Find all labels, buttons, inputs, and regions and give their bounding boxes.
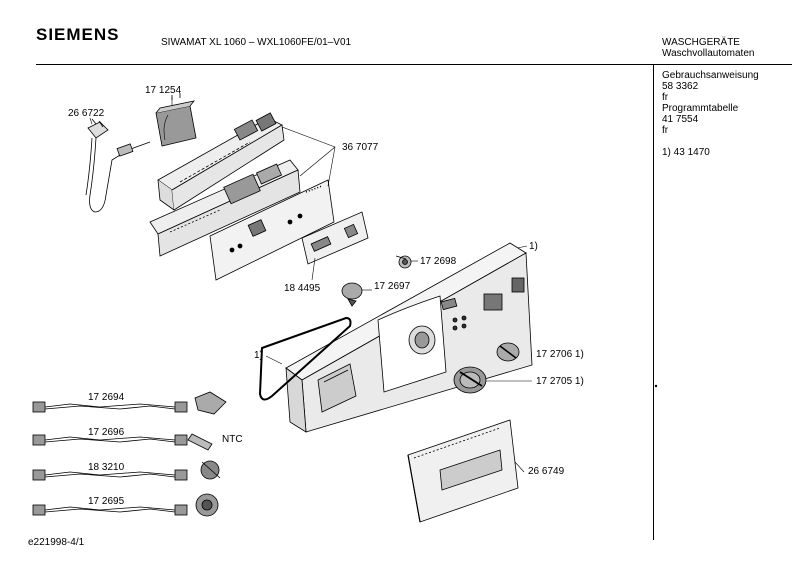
- label-footnote: 1): [254, 350, 263, 361]
- label-part: 17 2694: [88, 392, 125, 403]
- label-part: 26 6722: [68, 108, 105, 119]
- side-panel: Gebrauchsanweisung 58 3362 fr Programmta…: [662, 70, 759, 158]
- control-panel-drawing: [285, 242, 533, 433]
- side-line: Programmtabelle: [662, 103, 739, 114]
- label-part: 17 2697: [374, 281, 411, 292]
- harness-4: [32, 493, 219, 517]
- side-divider: [653, 64, 654, 540]
- label-part: 17 2695: [88, 496, 125, 507]
- side-line: 41 7554: [662, 114, 699, 125]
- seal-drawing: [258, 316, 352, 401]
- model-title: SIWAMAT XL 1060 – WXL1060FE/01–V01: [161, 37, 352, 48]
- label-part: 18 4495: [284, 283, 321, 294]
- label-part: 36 7077: [342, 142, 379, 153]
- document-id: e221998-4/1: [28, 537, 85, 548]
- label-footnote: 1): [529, 241, 538, 252]
- side-line: fr: [662, 92, 669, 103]
- label-part: NTC: [222, 434, 243, 445]
- side-line: fr: [662, 125, 669, 136]
- knob-program-drawing: [496, 342, 520, 362]
- label-part: 17 2706 1): [536, 349, 584, 360]
- category-subtitle: Waschvollautomaten: [662, 48, 755, 59]
- brand-logo: SIEMENS: [36, 25, 120, 44]
- drawer-handle-drawing: [407, 419, 519, 523]
- header-divider: [36, 64, 792, 65]
- side-line: 1) 43 1470: [662, 147, 710, 158]
- power-cord-drawing: [85, 118, 151, 213]
- harness-3: [32, 460, 221, 481]
- display-board-drawing: [301, 211, 369, 265]
- filter-drawing: [155, 93, 197, 147]
- middle-board-drawing: [149, 159, 301, 257]
- label-part: 17 2698: [420, 256, 457, 267]
- side-line: Gebrauchsanweisung: [662, 70, 759, 81]
- knob-main-drawing: [453, 366, 487, 394]
- label-part: 18 3210: [88, 462, 125, 473]
- side-line: 58 3362: [662, 81, 699, 92]
- dot-mark: [654, 384, 658, 388]
- label-part: 17 2705 1): [536, 376, 584, 387]
- pcb-drawing: [209, 179, 335, 281]
- label-part: 17 1254: [145, 85, 182, 96]
- label-part: 17 2696: [88, 427, 125, 438]
- category-title: WASCHGERÄTE: [662, 37, 740, 48]
- label-part: 26 6749: [528, 466, 565, 477]
- harness-2: [32, 433, 213, 451]
- harness-drawings: [32, 391, 227, 517]
- harness-1: [32, 391, 227, 415]
- knob-flat-drawing: [341, 282, 363, 307]
- upper-module-drawing: [157, 112, 285, 211]
- knob-small-drawing: [395, 255, 412, 269]
